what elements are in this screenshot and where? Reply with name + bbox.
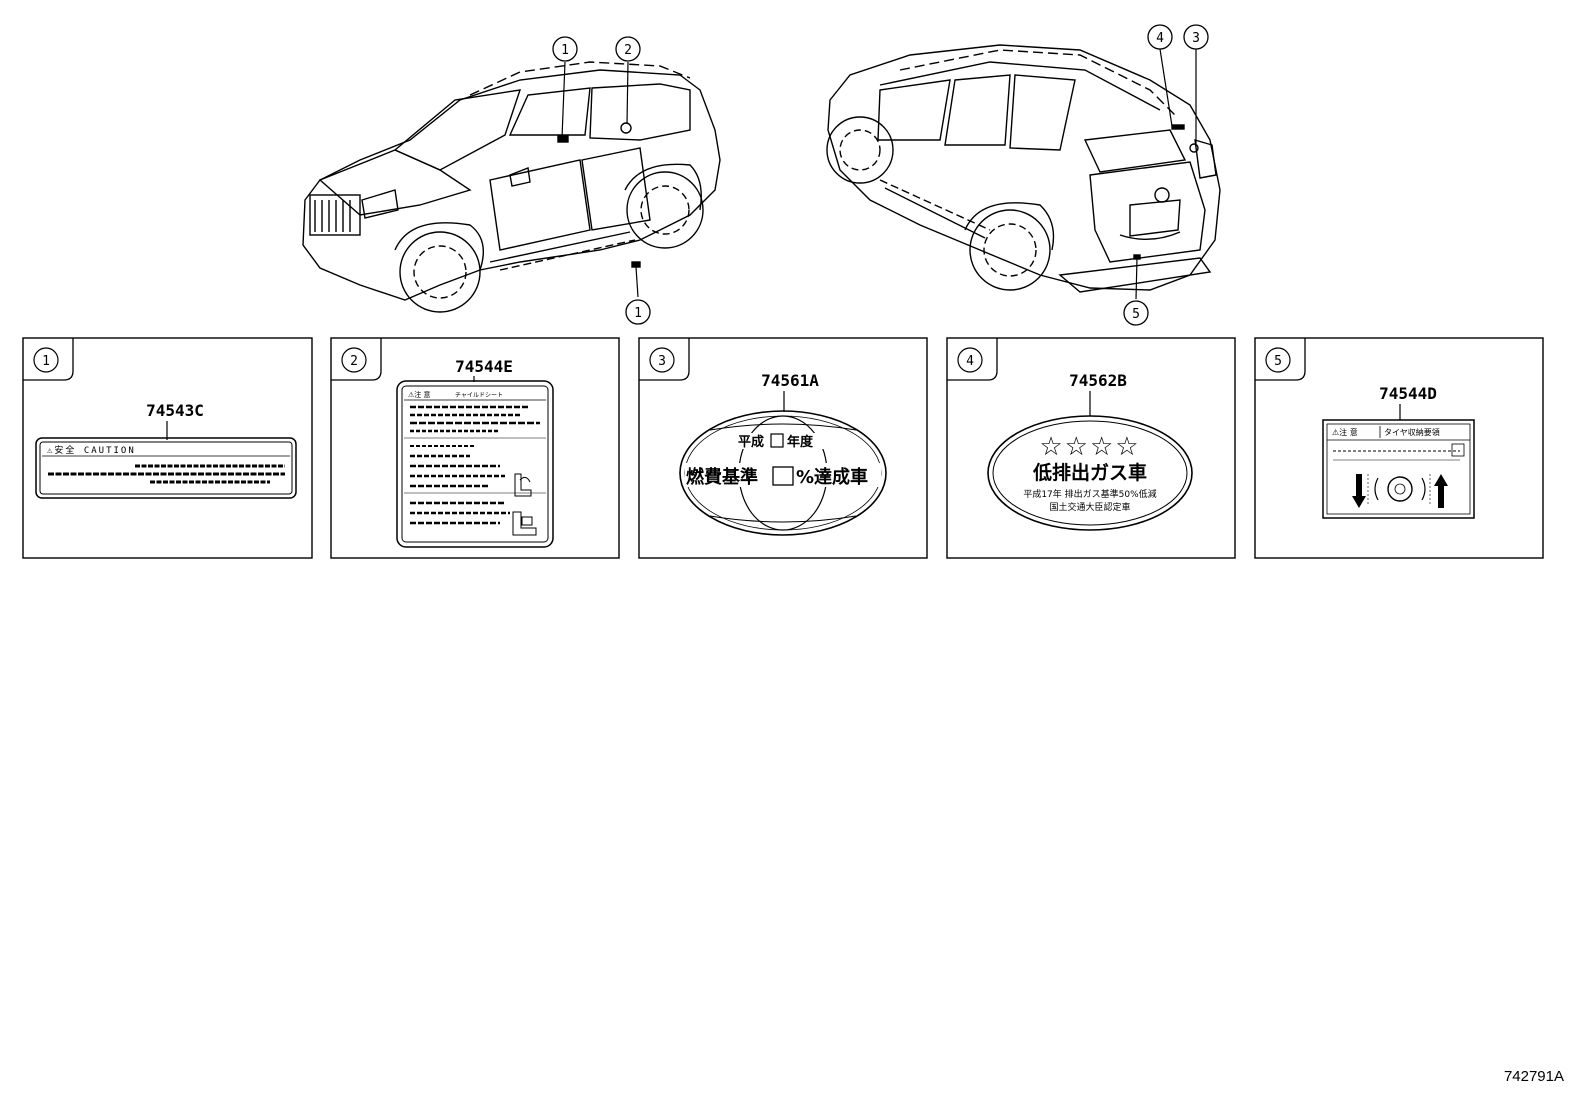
svg-text:5: 5	[1274, 354, 1282, 369]
panel-1-part-number: 74543C	[146, 401, 204, 420]
fuel-label-line2-right: %達成車	[796, 466, 868, 488]
vehicle-front-view	[302, 61, 721, 313]
fuel-label-line1-right: 年度	[787, 434, 814, 450]
panel-3: 3 74561A 平成 年度 燃費基準 %達成車	[638, 337, 928, 559]
fuel-economy-label: 平成 年度 燃費基準 %達成車	[679, 410, 887, 536]
child-seat-label-header-right: チャイルドシート	[455, 392, 503, 399]
vehicle-rear-view	[826, 44, 1221, 293]
illustration-code: 742791A	[1503, 1068, 1564, 1085]
front-callout-1b: 1	[625, 299, 651, 325]
panel-2-part-number: 74544E	[455, 357, 513, 376]
panel-4-index: 4	[957, 347, 983, 373]
front-callout-2: 2	[615, 36, 641, 62]
panel-3-part-number: 74561A	[761, 371, 819, 390]
rear-leader-lines	[1135, 48, 1197, 300]
low-emission-stars: ☆☆☆☆	[1039, 432, 1140, 462]
panel-4-part-number: 74562B	[1069, 371, 1127, 390]
svg-text:2: 2	[350, 354, 358, 369]
rear-callout-5: 5	[1123, 300, 1149, 326]
panel-5-part-number: 74544D	[1379, 384, 1437, 403]
svg-text:4: 4	[1156, 31, 1164, 46]
front-leader-lines	[561, 61, 639, 298]
caution-label: ⚠安全 CAUTION	[35, 437, 297, 499]
panel-4: 4 74562B ☆☆☆☆ 低排出ガス車 平成17年 排出ガス基準50%低減 国…	[946, 337, 1236, 559]
child-seat-label-header: ⚠注 意	[408, 390, 431, 399]
svg-text:1: 1	[42, 354, 50, 369]
low-emission-sub-text2: 国土交通大臣認定車	[1049, 501, 1130, 513]
fuel-label-line1-left: 平成	[738, 434, 764, 450]
rear-callout-4: 4	[1147, 24, 1173, 50]
caution-label-header: ⚠安全 CAUTION	[47, 444, 136, 456]
panel-5-index: 5	[1265, 347, 1291, 373]
panel-1: 1 74543C ⚠安全 CAUTION	[22, 337, 313, 559]
svg-text:3: 3	[1192, 31, 1200, 46]
panel-2: 2 74544E ⚠注 意 チャイルドシート	[330, 337, 620, 559]
panel-1-index: 1	[33, 347, 59, 373]
low-emission-sub-text1: 平成17年 排出ガス基準50%低減	[1023, 488, 1156, 500]
front-callout-1: 1	[552, 36, 578, 62]
rear-callout-3: 3	[1183, 24, 1209, 50]
tire-label-header-right: タイヤ収納要領	[1384, 427, 1440, 437]
tire-label-header-left: ⚠注 意	[1332, 427, 1358, 437]
low-emission-main-text: 低排出ガス車	[1032, 461, 1147, 484]
svg-text:3: 3	[658, 354, 666, 369]
fuel-label-line2-left: 燃費基準	[686, 466, 758, 488]
svg-text:1: 1	[634, 306, 642, 321]
low-emission-label: ☆☆☆☆ 低排出ガス車 平成17年 排出ガス基準50%低減 国土交通大臣認定車	[987, 415, 1193, 531]
svg-text:5: 5	[1132, 307, 1140, 322]
svg-text:4: 4	[966, 354, 974, 369]
panel-2-index: 2	[341, 347, 367, 373]
child-seat-label: ⚠注 意 チャイルドシート	[396, 380, 554, 548]
panel-3-index: 3	[649, 347, 675, 373]
svg-text:2: 2	[624, 43, 632, 58]
tire-storage-label: ⚠注 意 タイヤ収納要領	[1322, 419, 1475, 519]
panel-5: 5 74544D ⚠注 意 タイヤ収納要領	[1254, 337, 1544, 559]
svg-text:1: 1	[561, 43, 569, 58]
